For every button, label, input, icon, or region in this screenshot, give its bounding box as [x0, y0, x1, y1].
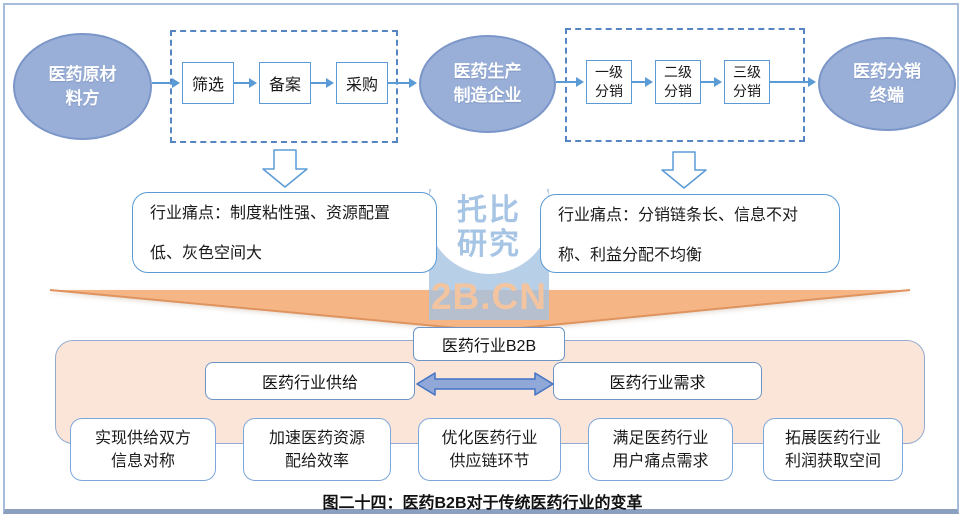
- down-arrow-left-icon: [262, 149, 308, 188]
- flow-arrow: [152, 78, 180, 88]
- supply-demand-double-arrow: [416, 372, 554, 396]
- tier-2-distribution: 二级 分销: [655, 60, 701, 104]
- flow-arrow: [632, 77, 653, 87]
- pain-point-supply: 行业痛点：制度粘性强、资源配置 低、灰色空间大: [132, 192, 437, 273]
- figure-frame: [3, 3, 959, 514]
- demand-box: 医药行业需求: [553, 362, 762, 400]
- tier-3-distribution: 三级 分销: [724, 60, 770, 104]
- watermark-logo-circle: [427, 150, 551, 274]
- flow-arrow: [311, 78, 334, 88]
- distribution-group-box: [565, 28, 805, 142]
- node-distribution-terminal: 医药分销 终端: [818, 37, 956, 131]
- down-arrow-right-icon: [661, 151, 707, 189]
- benefit-info-symmetry: 实现供给双方 信息对称: [70, 418, 216, 481]
- node-raw-material-supplier: 医药原材 料方: [13, 33, 152, 140]
- benefit-supply-chain: 优化医药行业 供应链环节: [418, 418, 561, 481]
- b2b-hub-box: 医药行业B2B: [413, 327, 565, 361]
- node-manufacturer: 医药生产 制造企业: [419, 35, 556, 133]
- tier-1-distribution: 一级 分销: [586, 60, 632, 104]
- watermark-domain-text: 2B.CN: [430, 276, 548, 317]
- benefit-user-pain-points: 满足医药行业 用户痛点需求: [588, 418, 733, 481]
- flow-arrow: [234, 78, 257, 88]
- step-filing: 备案: [259, 62, 311, 104]
- watermark-brand-text: 托比 研究: [457, 194, 521, 261]
- figure-caption: 图二十四：医药B2B对于传统医药行业的变革: [322, 495, 643, 512]
- flow-arrow: [701, 77, 722, 87]
- benefit-profit-space: 拓展医药行业 利润获取空间: [763, 418, 903, 481]
- supply-box: 医药行业供给: [205, 362, 415, 400]
- benefit-resource-efficiency: 加速医药资源 配给效率: [243, 418, 391, 481]
- pain-point-distribution: 行业痛点：分销链条长、信息不对 称、利益分配不均衡: [540, 194, 840, 273]
- flow-arrow: [770, 77, 816, 87]
- flow-arrow: [556, 77, 584, 87]
- step-purchasing: 采购: [336, 62, 388, 104]
- procurement-group-box: [170, 30, 398, 143]
- flow-arrow: [388, 78, 417, 88]
- step-screening: 筛选: [182, 62, 234, 104]
